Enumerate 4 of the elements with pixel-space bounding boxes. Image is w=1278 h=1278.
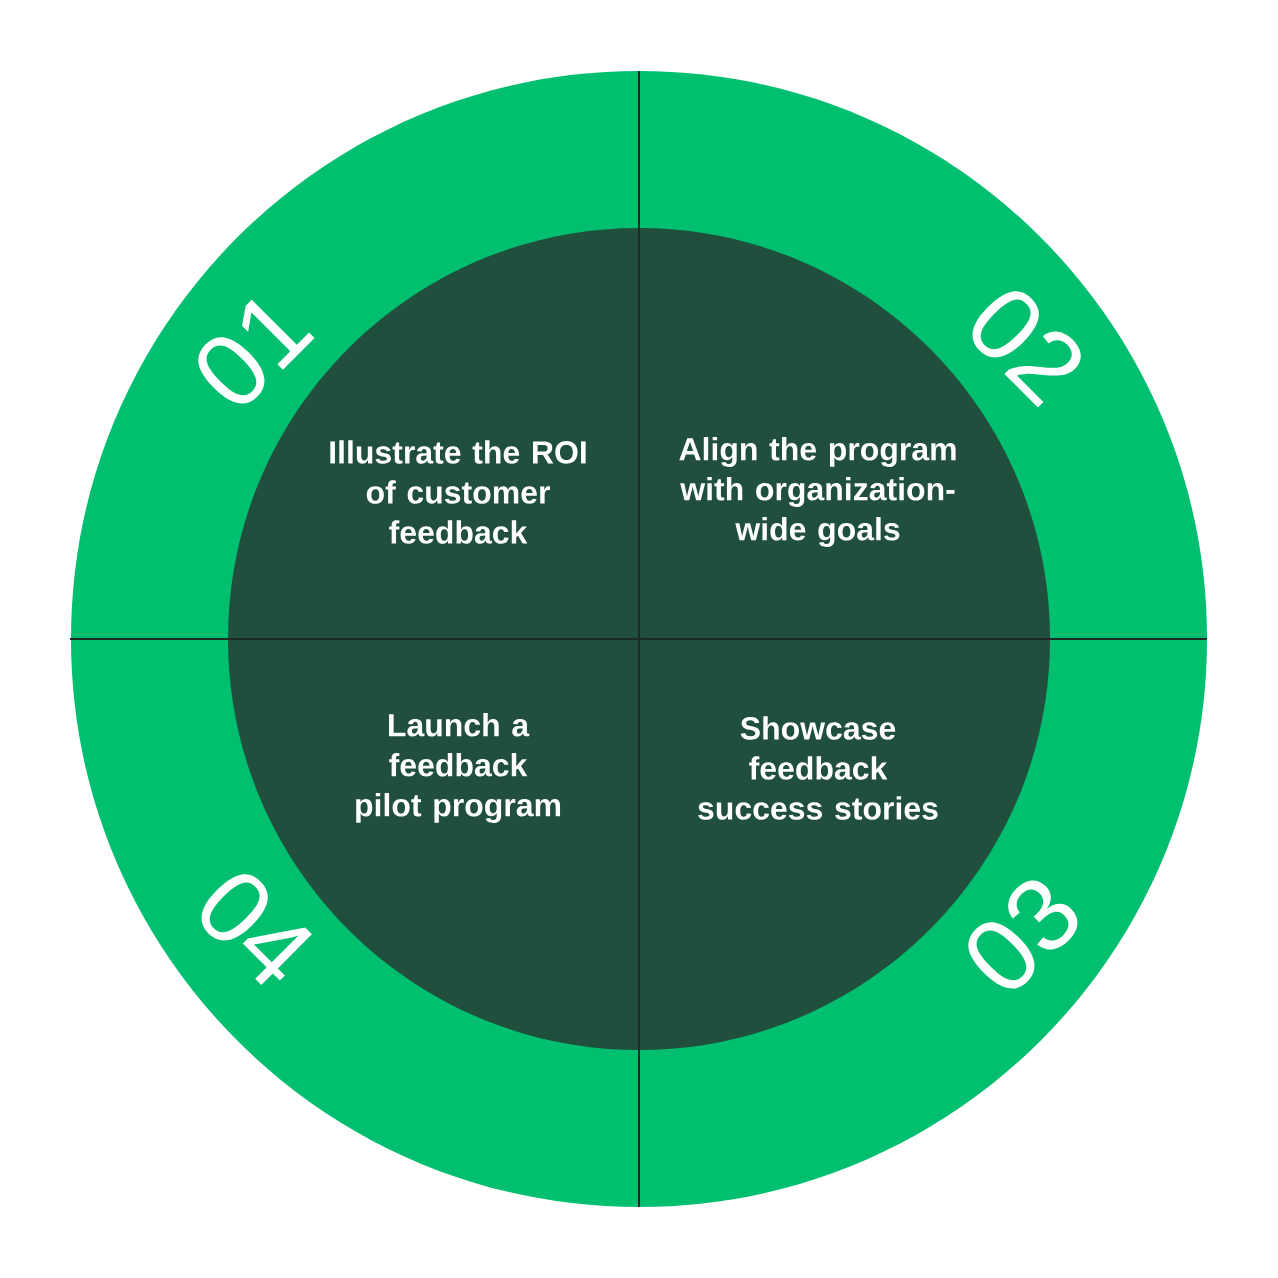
quadrant-segment: 02 Align the program with organization-wide goals <box>639 71 1207 639</box>
quadrant-segment: 01 Illustrate the ROI of customer feedback <box>71 71 639 639</box>
quadrant-segment: 04 Launch a feedback pilot program <box>71 639 639 1207</box>
quadrant-segment: 03 Showcase feedback success stories <box>639 639 1207 1207</box>
